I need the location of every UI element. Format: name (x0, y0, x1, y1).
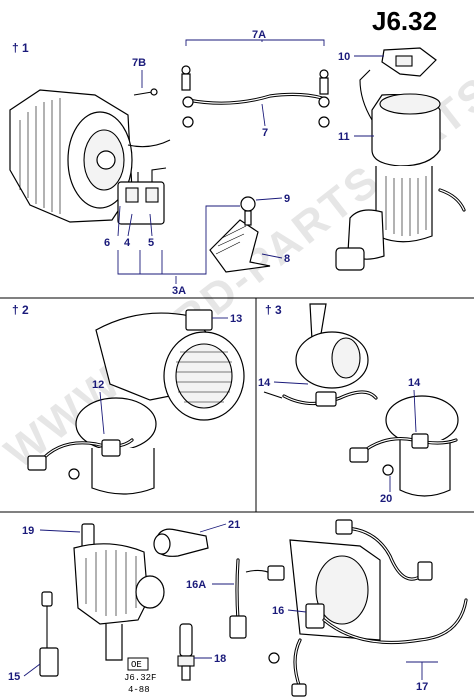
leader-17 (406, 661, 438, 680)
leader-6 (117, 205, 121, 237)
callout-7A: 7A (252, 29, 266, 41)
callout-10: 10 (338, 51, 350, 63)
callout-13: 13 (230, 313, 242, 325)
callout-14b: 14 (408, 377, 421, 389)
callout-15: 15 (8, 671, 20, 683)
ground-strap-drawing (181, 65, 330, 128)
ref-date: 4-88 (128, 685, 150, 695)
ref-code: J6.32F (124, 673, 156, 683)
bottom-coil-lead-drawing (39, 591, 59, 677)
ignition-module-drawing (117, 167, 167, 225)
bottom-harness-drawing (229, 519, 468, 697)
leader-4 (127, 213, 133, 237)
callout-18: 18 (214, 653, 226, 665)
leader-15 (23, 663, 41, 677)
small-lead-drawing (133, 88, 158, 96)
bracket-drawing (209, 196, 271, 273)
callout-8: 8 (284, 253, 290, 265)
rotor-drawing (381, 47, 437, 77)
callout-16: 16 (272, 605, 284, 617)
leader-12 (99, 391, 105, 435)
leader-5 (149, 213, 153, 237)
leader-21 (199, 523, 227, 533)
leader-14a (273, 381, 309, 385)
leader-8 (261, 253, 283, 259)
ref-badge: OE (131, 660, 142, 670)
leader-14b (413, 389, 417, 433)
callout-19: 19 (22, 525, 34, 537)
callout-4: 4 (124, 237, 131, 249)
callout-20: 20 (380, 493, 392, 505)
bottom-spark-plug-drawing (177, 623, 195, 681)
section3-distributor-drawing (349, 395, 459, 497)
leader-19 (39, 529, 81, 533)
section2-distributor-drawing (27, 397, 157, 495)
callout-11: 11 (338, 131, 350, 143)
leader-3A (117, 205, 240, 275)
bottom-plug-cap-drawing (153, 528, 209, 557)
section-label-1: † 1 (12, 41, 29, 55)
callout-7B: 7B (132, 57, 146, 69)
ref-badge-box (127, 657, 149, 671)
section2-alternator-drawing (95, 309, 245, 421)
section-label-3: † 3 (265, 303, 282, 317)
leader-9 (255, 197, 283, 201)
callout-5: 5 (148, 237, 154, 249)
leader-7 (261, 103, 266, 127)
page-code: J6.32 (372, 6, 437, 36)
section-label-2: † 2 (12, 303, 29, 317)
callout-7: 7 (262, 127, 268, 139)
callout-6: 6 (104, 237, 110, 249)
distributor-drawing (335, 69, 466, 271)
leader-16 (287, 609, 307, 613)
alternator-drawing (9, 89, 171, 223)
callout-12: 12 (92, 379, 104, 391)
leader-7A (185, 39, 325, 46)
section3-bracket-drawing (263, 303, 378, 407)
callout-17: 17 (416, 681, 428, 693)
callout-9: 9 (284, 193, 290, 205)
bottom-distributor-drawing (73, 523, 165, 661)
callout-14a: 14 (258, 377, 271, 389)
callout-21: 21 (228, 519, 240, 531)
callout-3A: 3A (172, 285, 186, 297)
callout-16A: 16A (186, 579, 206, 591)
